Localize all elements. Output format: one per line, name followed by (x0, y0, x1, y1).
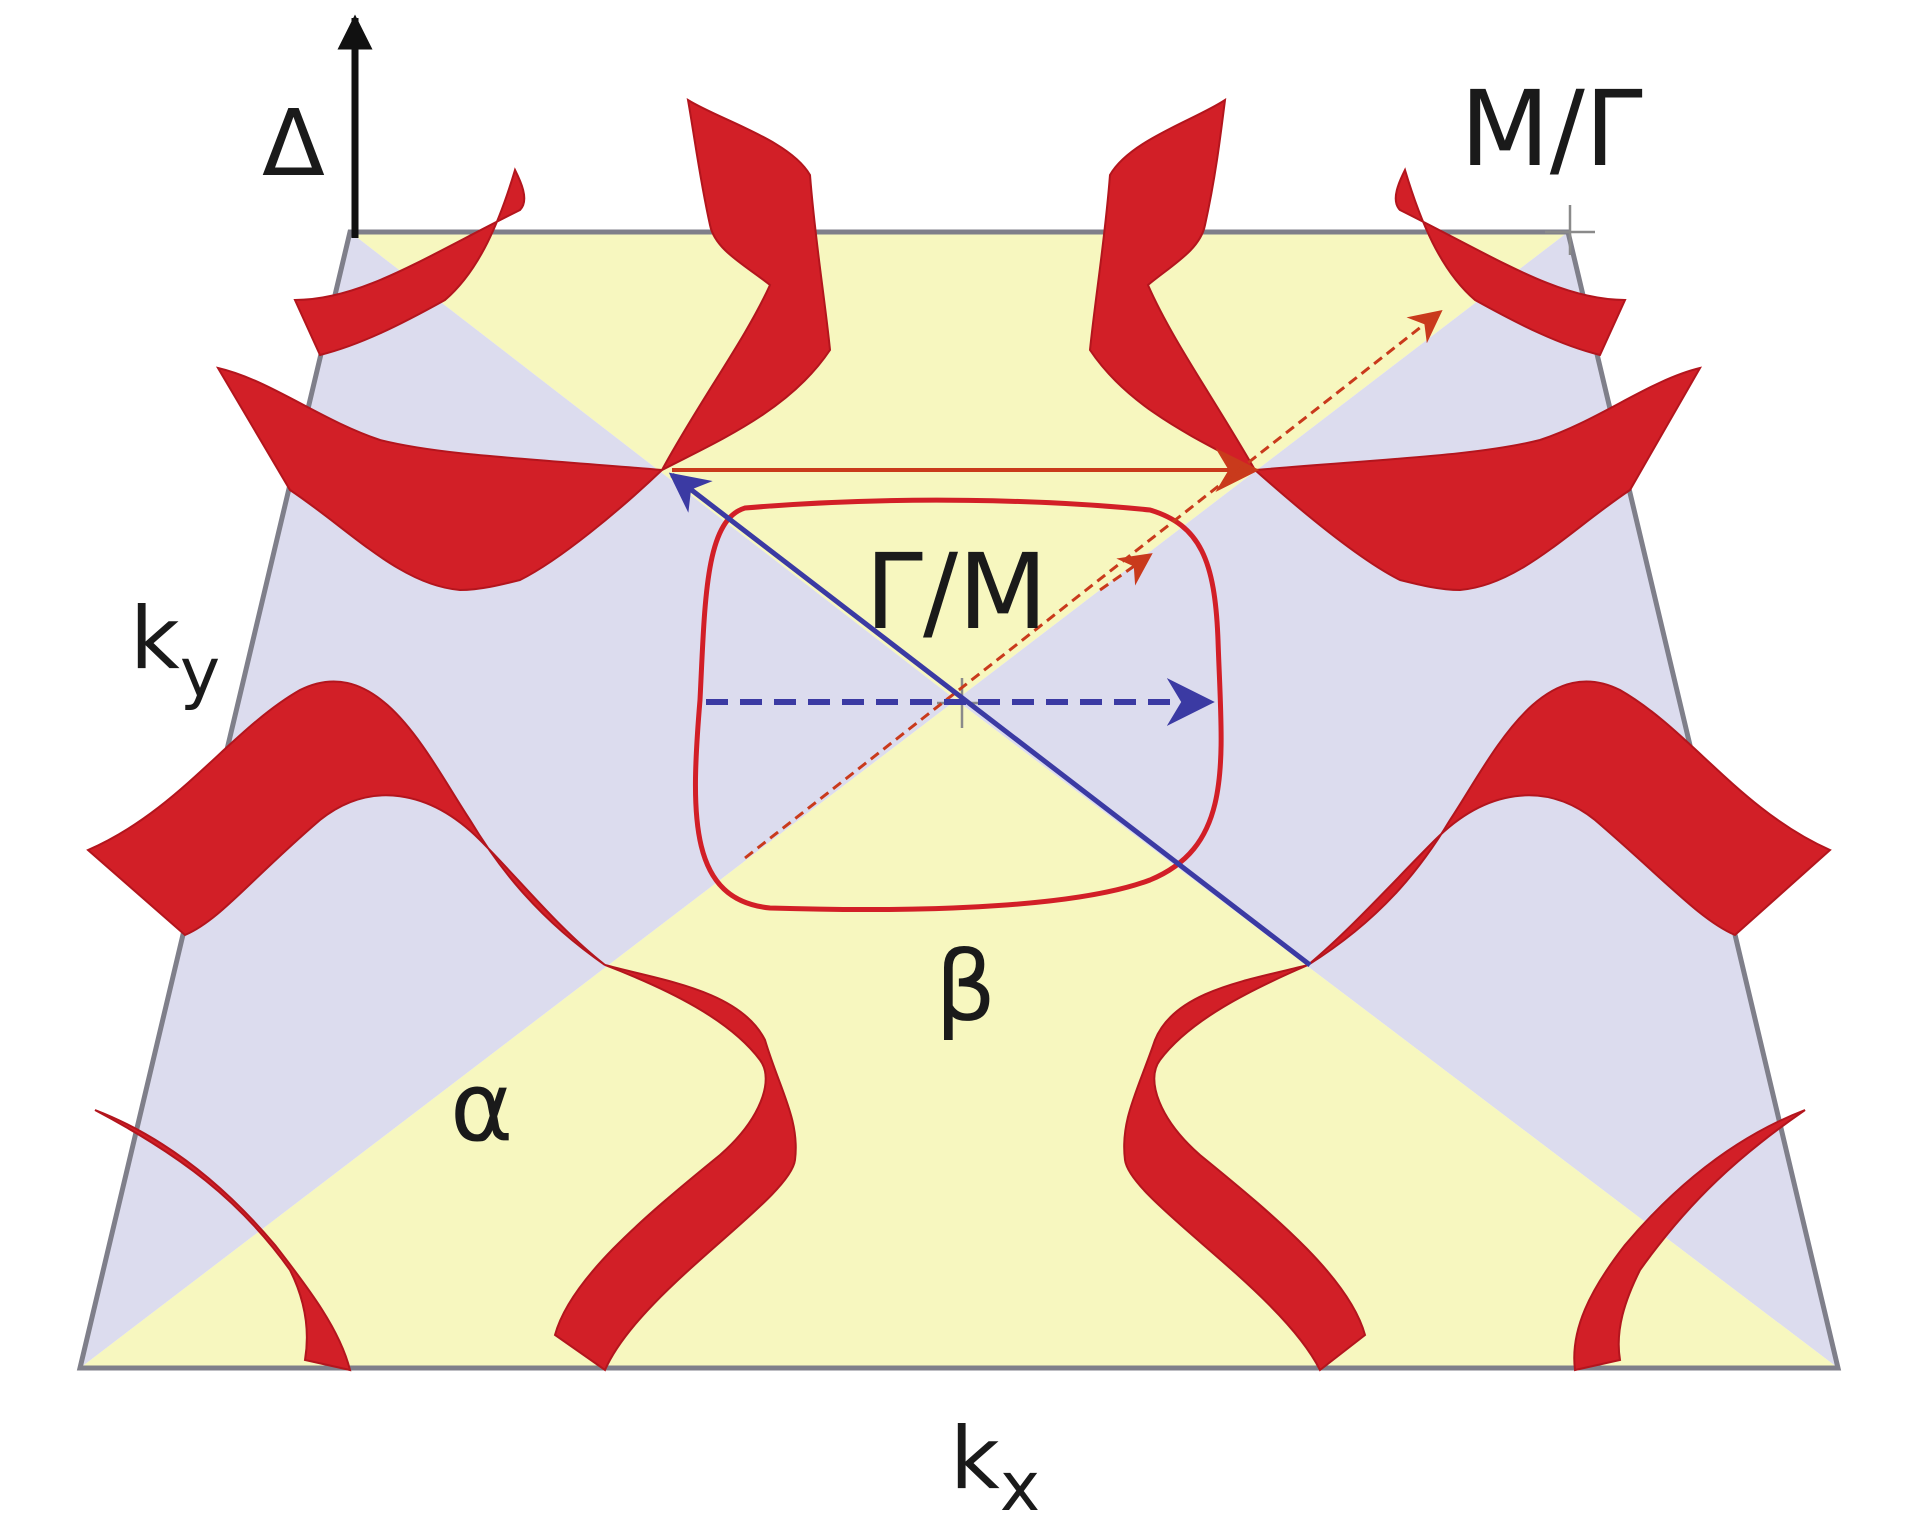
center-label: Γ/M (865, 531, 1048, 653)
orange-vector-short (1099, 553, 1153, 592)
ky-axis-label: ky (130, 589, 220, 713)
zone-region-left (80, 232, 956, 1368)
gap-surfaces (86, 97, 1832, 1372)
blue-vector-diagonal (668, 472, 1312, 967)
orange-vector-diagonal-dashed (744, 309, 1443, 860)
zone-region-top (350, 232, 1568, 700)
gap-surface-bottom-right-small (1573, 1109, 1806, 1372)
delta-label: Δ (262, 90, 325, 197)
gap-surface-left-middle (86, 680, 606, 966)
gap-surface-top-right-small (1394, 167, 1627, 357)
gap-surface-top-left-tall (659, 97, 832, 473)
gap-surface-right-upper (1252, 366, 1703, 592)
gap-surface-right-middle (1307, 680, 1832, 966)
gap-surface-top-left-small (293, 167, 526, 357)
gap-surface-left-upper (215, 366, 665, 592)
gap-surface-bottom-right-tall (1123, 964, 1367, 1372)
beta-label: β (935, 931, 996, 1043)
kx-axis-label: kx (950, 1409, 1040, 1527)
brillouin-zone (76, 229, 1842, 1371)
gap-surface-bottom-left-small (94, 1109, 352, 1372)
corner-label: M/Γ (1460, 68, 1643, 190)
scattering-vectors (668, 309, 1443, 967)
beta-fermi-pocket (693, 497, 1224, 913)
zone-region-right (956, 232, 1838, 1368)
gap-surface-bottom-left-tall (553, 964, 797, 1372)
zone-region-bottom (80, 700, 1838, 1368)
alpha-label: α (450, 1051, 513, 1163)
